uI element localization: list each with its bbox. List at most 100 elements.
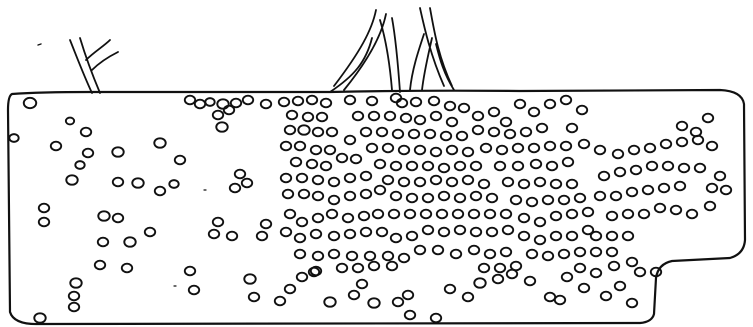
cell — [369, 262, 379, 271]
cell — [83, 149, 93, 158]
cell — [415, 146, 425, 155]
cell — [298, 125, 309, 134]
cell — [561, 142, 571, 151]
cell — [639, 210, 649, 219]
cell — [615, 282, 625, 291]
cell — [397, 99, 407, 108]
cell — [195, 100, 205, 109]
cell — [559, 250, 569, 259]
cell — [423, 194, 433, 203]
root-strand-left — [70, 38, 118, 93]
cell — [457, 132, 467, 141]
cell — [407, 162, 417, 171]
cell — [439, 164, 449, 173]
cell — [375, 160, 385, 169]
cell — [313, 176, 323, 185]
cell — [607, 212, 617, 221]
cell — [487, 194, 497, 203]
cell — [224, 106, 234, 115]
cell — [489, 108, 499, 117]
cell — [281, 142, 291, 151]
cell — [643, 186, 653, 195]
cell — [599, 172, 609, 181]
cell — [391, 162, 401, 171]
cell — [243, 96, 253, 105]
cell — [66, 175, 77, 184]
cell — [345, 174, 355, 183]
cell — [24, 98, 36, 108]
cell — [455, 226, 465, 235]
cell — [519, 180, 529, 189]
cell — [216, 122, 227, 131]
cell — [383, 252, 393, 261]
cell — [347, 252, 357, 261]
cell — [407, 232, 417, 241]
cell — [70, 278, 81, 287]
cell — [257, 232, 267, 241]
cell — [433, 246, 443, 255]
cell — [501, 210, 511, 219]
cell — [595, 192, 605, 201]
cell — [645, 144, 655, 153]
cell — [437, 210, 447, 219]
cell — [34, 313, 45, 322]
cell — [631, 166, 641, 175]
cell — [415, 116, 425, 125]
cell — [275, 297, 285, 306]
cell — [155, 187, 165, 196]
cell — [459, 104, 469, 113]
cell — [299, 190, 309, 199]
cell — [313, 252, 323, 261]
cell — [677, 138, 687, 147]
cell — [132, 178, 143, 187]
speck-mark — [38, 44, 41, 45]
cell — [545, 100, 555, 109]
cell — [545, 293, 555, 302]
cell — [511, 262, 521, 271]
cell — [391, 94, 401, 103]
cell — [613, 150, 623, 159]
cell — [563, 158, 573, 167]
cell — [455, 194, 465, 203]
cell — [537, 124, 547, 133]
cell — [611, 192, 621, 201]
cell — [455, 162, 465, 171]
cell — [497, 146, 507, 155]
cell — [279, 98, 289, 107]
cell — [415, 178, 425, 187]
cell — [261, 220, 271, 229]
cell — [575, 264, 585, 273]
cell — [529, 108, 539, 117]
cell — [607, 248, 617, 257]
cell — [543, 252, 553, 261]
cell — [281, 174, 291, 183]
cell — [377, 128, 387, 137]
cell — [303, 113, 313, 122]
cell — [583, 208, 593, 217]
cell — [295, 234, 305, 243]
cell — [345, 192, 355, 201]
cell — [601, 292, 611, 301]
cell — [242, 179, 252, 188]
cell — [607, 232, 617, 241]
cell — [329, 178, 339, 187]
cell — [244, 274, 255, 283]
cell — [703, 114, 713, 123]
cell — [627, 188, 637, 197]
cell — [615, 168, 625, 177]
cell — [579, 284, 589, 293]
cell — [407, 194, 417, 203]
cell — [365, 252, 375, 261]
cell — [567, 124, 577, 133]
cell — [577, 106, 587, 115]
cell — [471, 192, 481, 201]
cell — [313, 214, 323, 223]
cell — [575, 248, 585, 257]
cell — [249, 293, 259, 302]
cell — [663, 162, 673, 171]
cell — [389, 210, 399, 219]
cell — [495, 162, 505, 171]
cell — [283, 190, 293, 199]
cell — [329, 250, 339, 259]
cell — [535, 178, 545, 187]
